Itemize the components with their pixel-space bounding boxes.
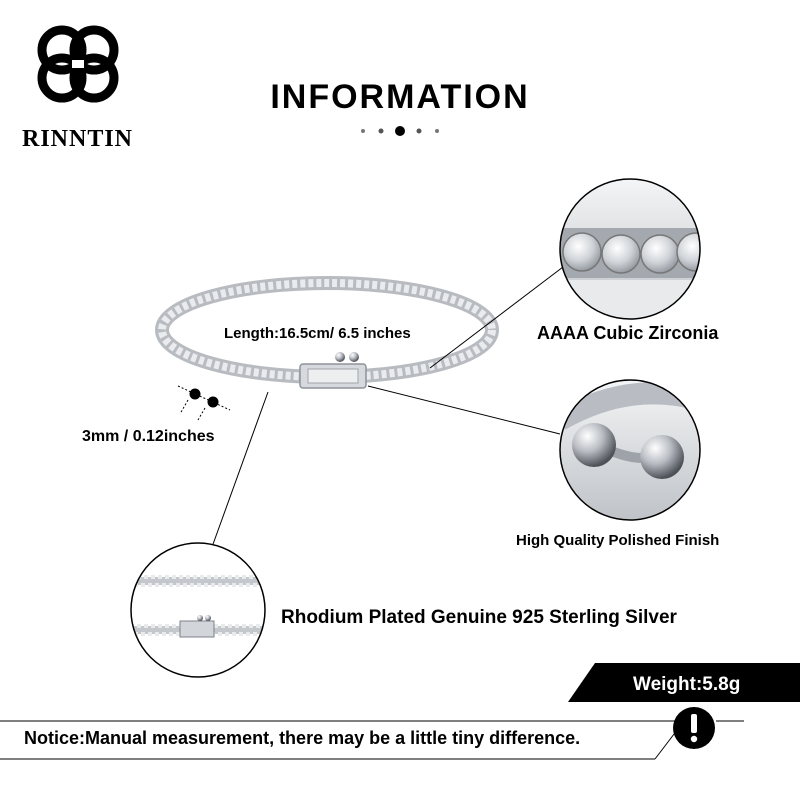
weight-label: Weight:5.8g (633, 674, 741, 695)
width-marker-icon (177, 385, 231, 421)
pager-dot-active (395, 126, 405, 136)
detail-circle-silver (130, 542, 266, 678)
weight-banner (568, 663, 800, 702)
notice-text: Notice:Manual measurement, there may be … (24, 728, 581, 748)
rinntin-logo-icon (37, 25, 119, 103)
pager-dot (416, 128, 422, 134)
pager-dot (378, 128, 384, 134)
finish-label: High Quality Polished Finish (516, 532, 720, 549)
stone-label: AAAA Cubic Zirconia (537, 323, 719, 343)
bracelet-image (155, 276, 499, 389)
material-label: Rhodium Plated Genuine 925 Sterling Silv… (281, 607, 677, 628)
pager-dot (435, 129, 439, 133)
page-title: INFORMATION (270, 78, 530, 116)
detail-circle-stones (559, 178, 701, 320)
length-label: Length:16.5cm/ 6.5 inches (224, 325, 411, 342)
detail-circle-finish (559, 379, 701, 521)
width-label: 3mm / 0.12inches (82, 428, 215, 445)
pager-dots (361, 126, 439, 136)
pager-dot (361, 129, 365, 133)
exclamation-icon (673, 707, 715, 749)
brand-name: RINNTIN (22, 126, 134, 152)
